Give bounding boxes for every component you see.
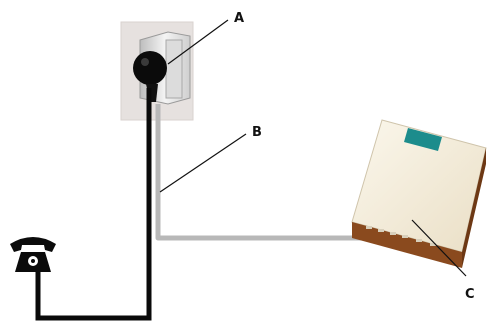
telephone-icon	[10, 237, 56, 272]
callout-line-b	[160, 134, 246, 192]
label-c: C	[465, 287, 475, 302]
label-b: B	[252, 125, 262, 140]
black-plug	[133, 51, 167, 85]
modem-icon	[352, 120, 486, 268]
label-a: A	[234, 11, 244, 26]
black-cable	[38, 88, 149, 318]
